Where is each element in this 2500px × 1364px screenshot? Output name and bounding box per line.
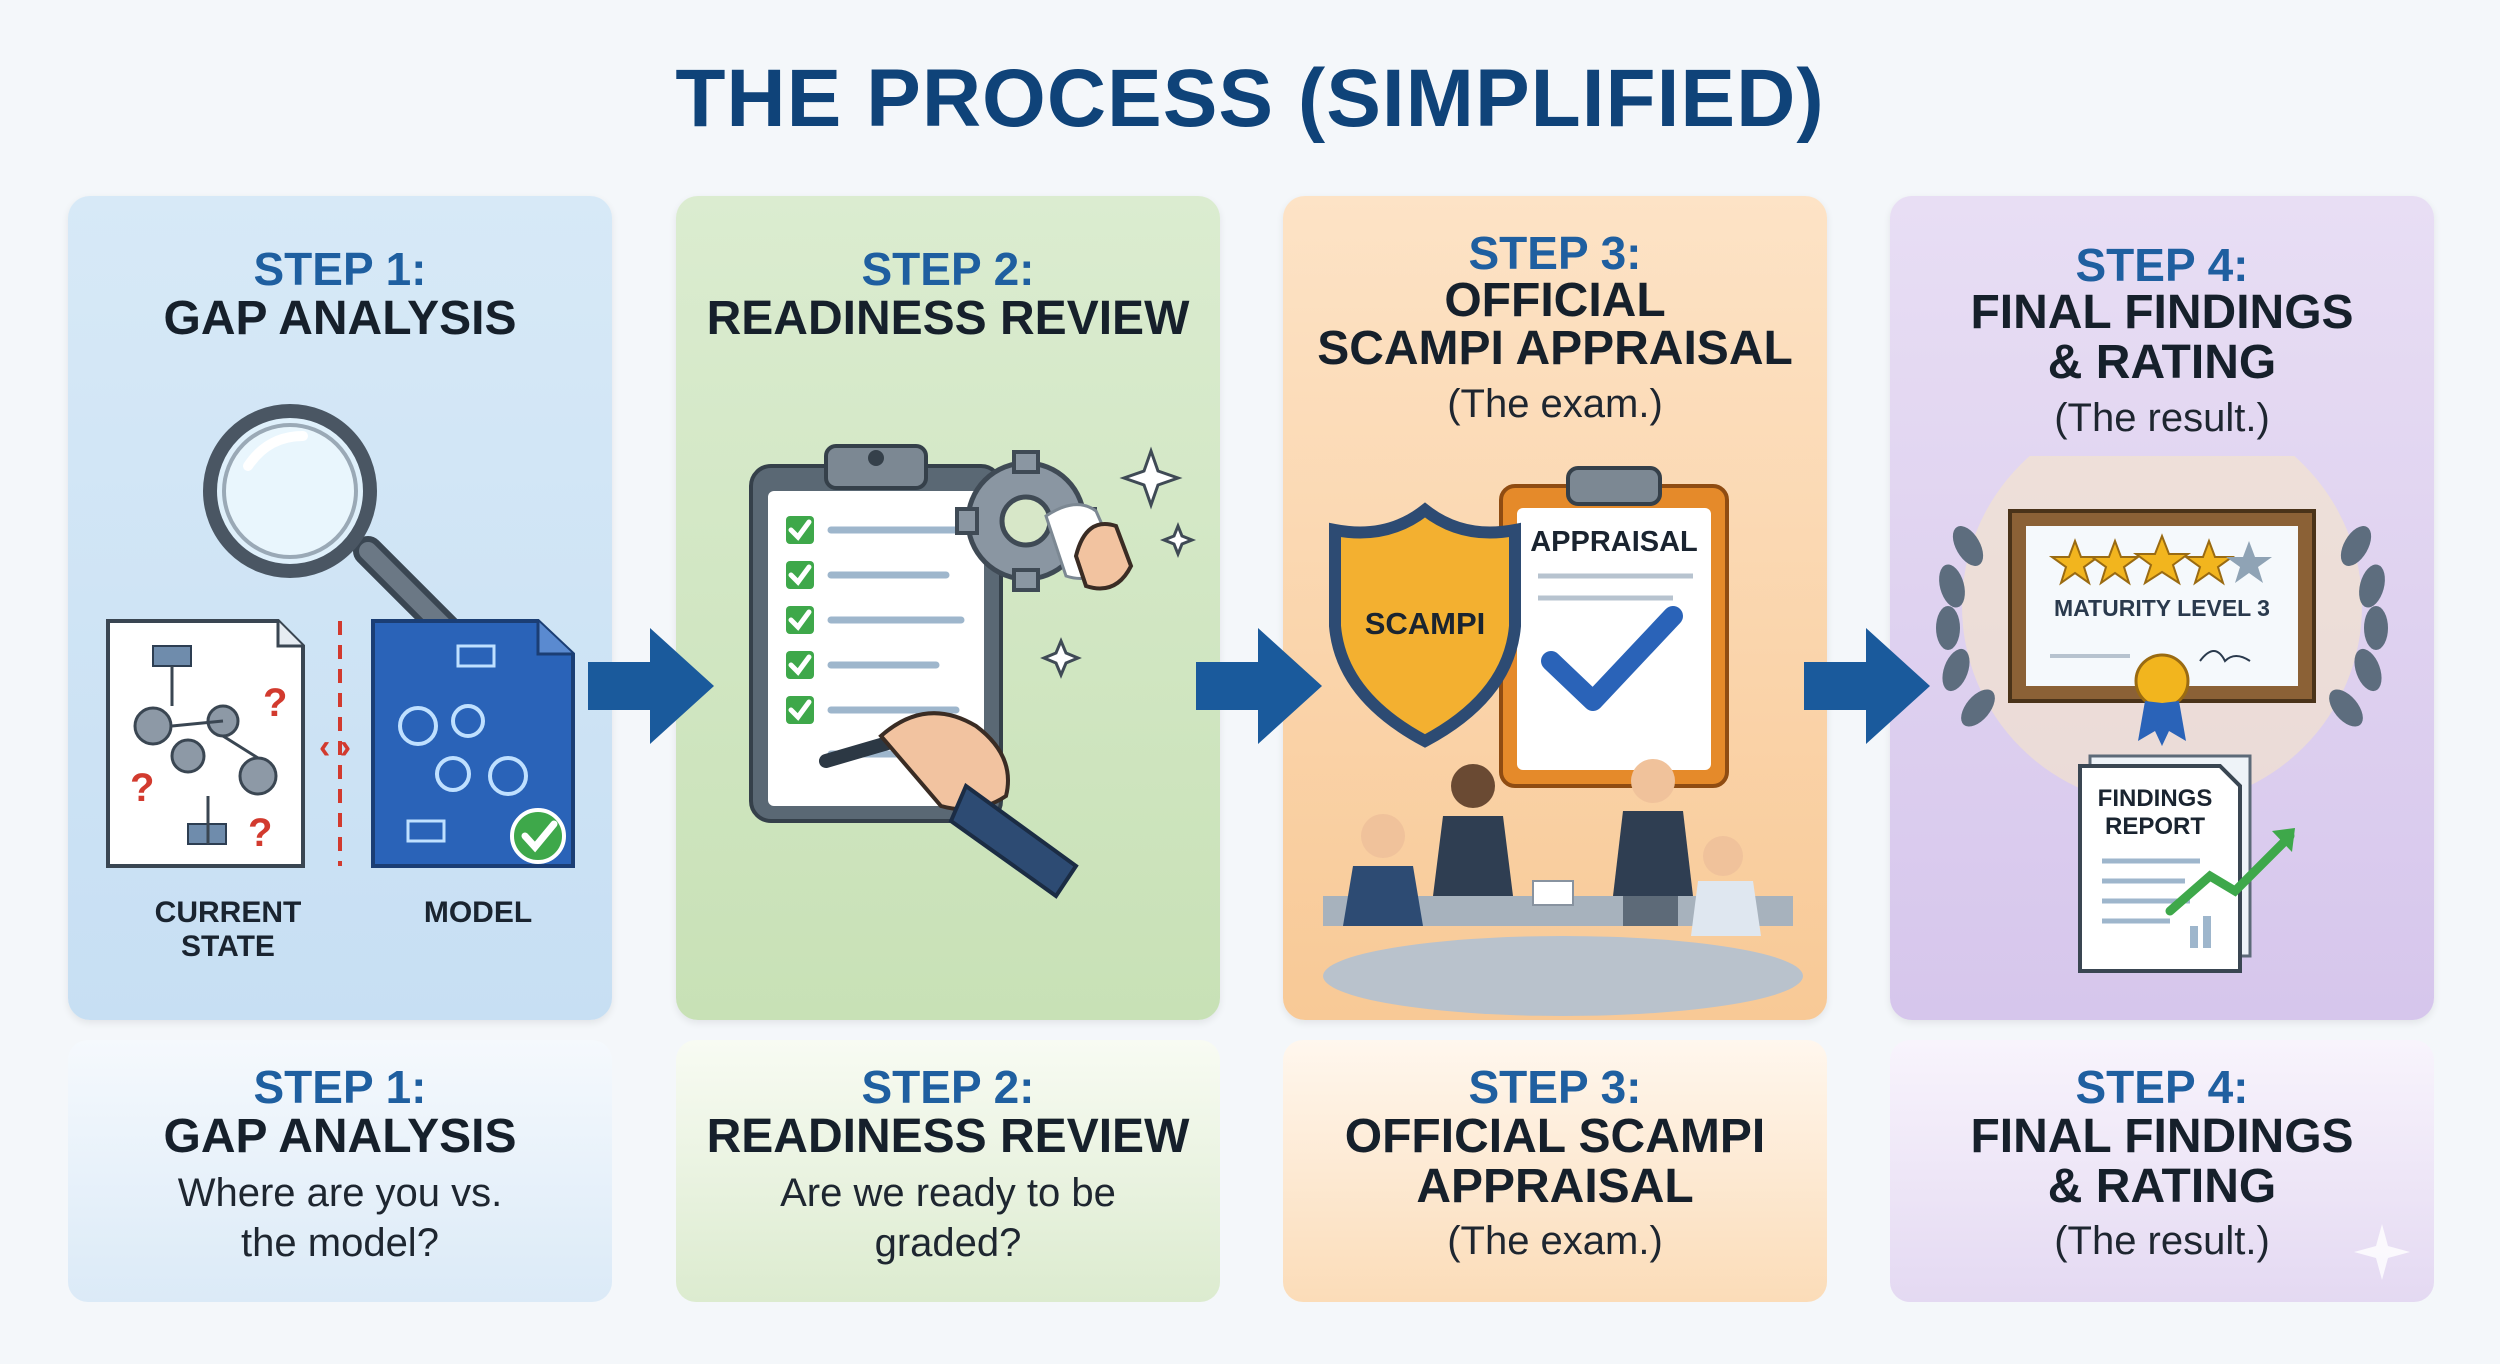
model-label: MODEL [423, 896, 533, 929]
panel-step-2: STEP 2: READINESS REVIEW [676, 196, 1220, 1020]
sparkle-icon [1040, 446, 1197, 679]
panel-heading-line1: FINAL FINDINGS [1970, 286, 2354, 339]
card-subtitle-line1: Where are you vs. [177, 1171, 503, 1215]
card-heading: READINESS REVIEW [706, 1110, 1190, 1163]
svg-text:?: ? [130, 766, 154, 810]
appraisal-illustration: APPRAISAL SCAMPI [1323, 466, 1803, 1016]
card-step-4: STEP 4: FINAL FINDINGS & RATING (The res… [1890, 1040, 2434, 1302]
magnifier-icon [203, 404, 468, 651]
meeting-people-icon [1323, 759, 1803, 1016]
svg-text:‹ ›: ‹ › [319, 728, 351, 766]
current-state-document-icon: ? ? ? [106, 619, 305, 868]
report-label-line2: REPORT [2105, 813, 2205, 840]
sparkle-icon [2354, 1224, 2410, 1280]
card-subtitle: (The result.) [2054, 1219, 2270, 1263]
card-heading-line2: APPRAISAL [1416, 1160, 1694, 1213]
appraisal-clipboard-icon: APPRAISAL [1499, 466, 1729, 788]
panel-step-1: STEP 1: GAP ANALYSIS ? ? ? ‹ › [68, 196, 612, 1020]
model-blueprint-icon [371, 619, 575, 868]
certificate-icon: MATURITY LEVEL 3 [2008, 509, 2316, 746]
card-step-label: STEP 3: [1468, 1061, 1642, 1113]
report-label-line1: FINDINGS [2098, 785, 2213, 812]
panel-step-3: STEP 3: OFFICIAL SCAMPI APPRAISAL (The e… [1283, 196, 1827, 1020]
card-step-3: STEP 3: OFFICIAL SCAMPI APPRAISAL (The e… [1283, 1040, 1827, 1302]
card-heading: GAP ANALYSIS [163, 1110, 517, 1163]
panel-step-4: STEP 4: FINAL FINDINGS & RATING (The res… [1890, 196, 2434, 1020]
clipboard-label: APPRAISAL [1530, 526, 1698, 558]
current-state-label: CURRENT STATE [154, 896, 302, 963]
panel-step-label: STEP 4: [2075, 239, 2249, 291]
panel-subtitle: (The exam.) [1447, 382, 1663, 426]
panel-heading: GAP ANALYSIS [163, 292, 517, 345]
gear-icon [955, 450, 1134, 592]
card-heading-line1: FINAL FINDINGS [1970, 1110, 2354, 1163]
gap-analysis-illustration: ? ? ? ‹ › [106, 404, 575, 868]
panel-heading-line2: SCAMPI APPRAISAL [1317, 322, 1793, 375]
svg-text:?: ? [263, 681, 287, 725]
panel-heading-line2: & RATING [2047, 336, 2277, 389]
card-step-label: STEP 1: [253, 1061, 427, 1113]
shield-icon: SCAMPI [1329, 502, 1521, 748]
card-step-label: STEP 4: [2075, 1061, 2249, 1113]
svg-text:?: ? [248, 811, 272, 855]
readiness-illustration [749, 444, 1197, 899]
panel-heading-line1: OFFICIAL [1444, 274, 1666, 327]
card-subtitle-line1: Are we ready to be [780, 1171, 1116, 1215]
card-step-label: STEP 2: [861, 1061, 1035, 1113]
card-step-2: STEP 2: READINESS REVIEW Are we ready to… [676, 1040, 1220, 1302]
card-heading-line1: OFFICIAL SCAMPI [1344, 1110, 1766, 1163]
card-subtitle-line2: the model? [241, 1221, 439, 1265]
pen-hand-icon [819, 711, 1079, 899]
certificate-label: MATURITY LEVEL 3 [2054, 595, 2270, 621]
arrow-right-icon [1196, 628, 1322, 744]
card-heading-line2: & RATING [2047, 1160, 2277, 1213]
card-subtitle-line2: graded? [874, 1221, 1022, 1265]
shield-label: SCAMPI [1365, 606, 1486, 641]
panel-subtitle: (The result.) [2054, 396, 2270, 440]
panel-step-label: STEP 3: [1468, 227, 1642, 279]
arrow-right-icon [1804, 628, 1930, 744]
report-icon: FINDINGS REPORT [2078, 754, 2295, 973]
laurel-icon [1936, 526, 2388, 727]
page-title: THE PROCESS (SIMPLIFIED) [675, 53, 1825, 144]
panel-heading: READINESS REVIEW [706, 292, 1190, 345]
rating-illustration: MATURITY LEVEL 3 FINDINGS REPORT [1936, 456, 2388, 973]
panel-step-label: STEP 1: [253, 243, 427, 295]
arrow-right-icon [588, 628, 714, 744]
card-subtitle: (The exam.) [1447, 1219, 1663, 1263]
panel-step-label: STEP 2: [861, 243, 1035, 295]
card-step-1: STEP 1: GAP ANALYSIS Where are you vs. t… [68, 1040, 612, 1302]
